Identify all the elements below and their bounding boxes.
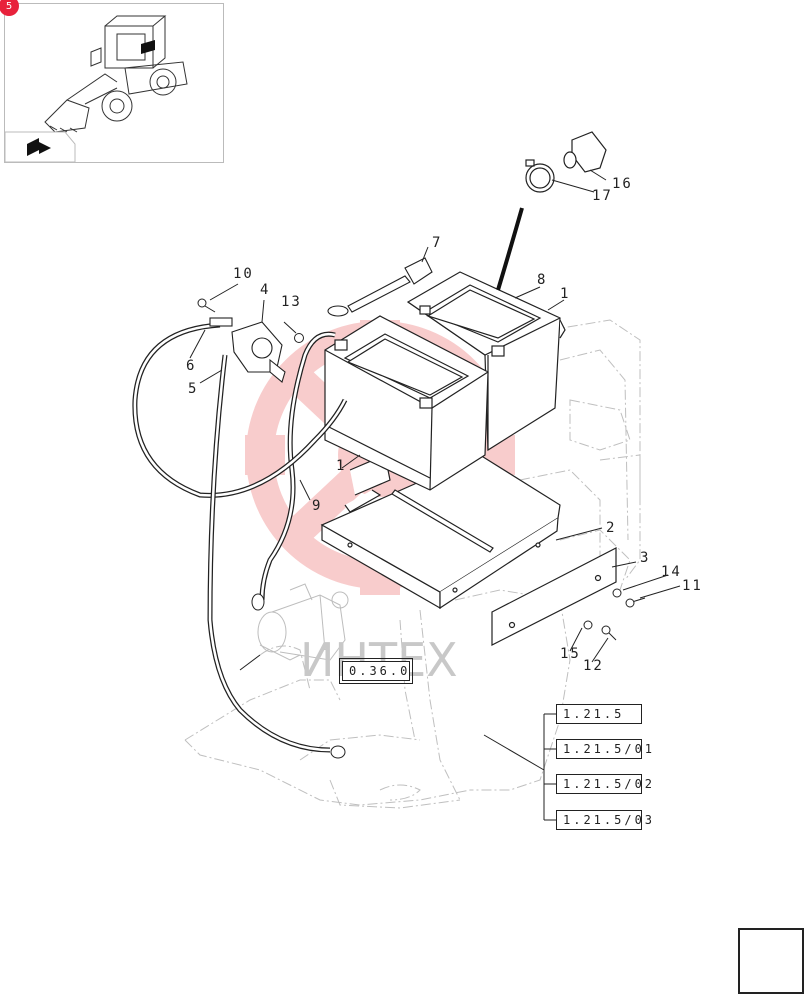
leader-lines [189, 169, 681, 821]
hold-down-strap [491, 547, 617, 646]
callout-8: 8 [537, 272, 547, 288]
cable-7 [327, 257, 433, 317]
callout-15: 15 [560, 646, 581, 662]
ref-group-3[interactable]: 1.21.5/02 [556, 774, 652, 794]
ref-starter-label: 0.36.0 [349, 664, 411, 678]
hose-clamp-17 [525, 159, 555, 193]
ref-group-3-label: 1.21.5/02 [563, 777, 656, 791]
ref-starter[interactable]: 0.36.0 [339, 658, 413, 684]
thumbnail-badge: 5 [0, 0, 19, 16]
callout-11: 11 [682, 578, 703, 594]
callout-14: 14 [661, 564, 682, 580]
washer-15 [583, 620, 593, 630]
callout-12: 12 [583, 658, 604, 674]
bolt-10 [197, 298, 216, 313]
nut-13 [294, 333, 304, 343]
callout-1-rear: 1 [560, 286, 570, 302]
callout-4: 4 [260, 282, 270, 298]
ref-group-1[interactable]: 1.21.5 [556, 704, 642, 724]
battery-rear [406, 271, 566, 452]
ref-group-2[interactable]: 1.21.5/01 [556, 739, 652, 759]
ref-group-1-label: 1.21.5 [563, 707, 625, 721]
callouts: 10 4 13 7 8 1 6 5 9 1 2 3 14 11 15 12 16… [186, 176, 703, 674]
cable-8 [496, 207, 524, 291]
battery-switch [209, 317, 286, 383]
starter-motor [257, 583, 349, 661]
washer-14 [612, 588, 622, 598]
callout-17: 17 [592, 188, 613, 204]
ref-group-4-label: 1.21.5/03 [563, 813, 656, 827]
terminal-cap-16 [563, 131, 607, 173]
callout-16: 16 [612, 176, 633, 192]
battery-front [324, 315, 489, 491]
callout-3: 3 [640, 550, 650, 566]
callout-9: 9 [312, 498, 322, 514]
bolt-12 [601, 625, 617, 641]
ref-group-4[interactable]: 1.21.5/03 [556, 810, 652, 830]
callout-10: 10 [233, 266, 254, 282]
callout-6: 6 [186, 358, 196, 374]
next-page-button[interactable] [738, 928, 804, 994]
machine-thumbnail[interactable]: 5 [0, 0, 224, 163]
wheel-loader-thumbnail [4, 15, 188, 163]
chassis-outline [184, 319, 641, 809]
bolt-11 [625, 597, 646, 608]
ref-group-2-label: 1.21.5/01 [563, 742, 656, 756]
callout-1-front: 1 [336, 458, 346, 474]
callout-2: 2 [606, 520, 616, 536]
callout-5: 5 [188, 381, 198, 397]
callout-13: 13 [281, 294, 302, 310]
callout-7: 7 [432, 235, 442, 251]
